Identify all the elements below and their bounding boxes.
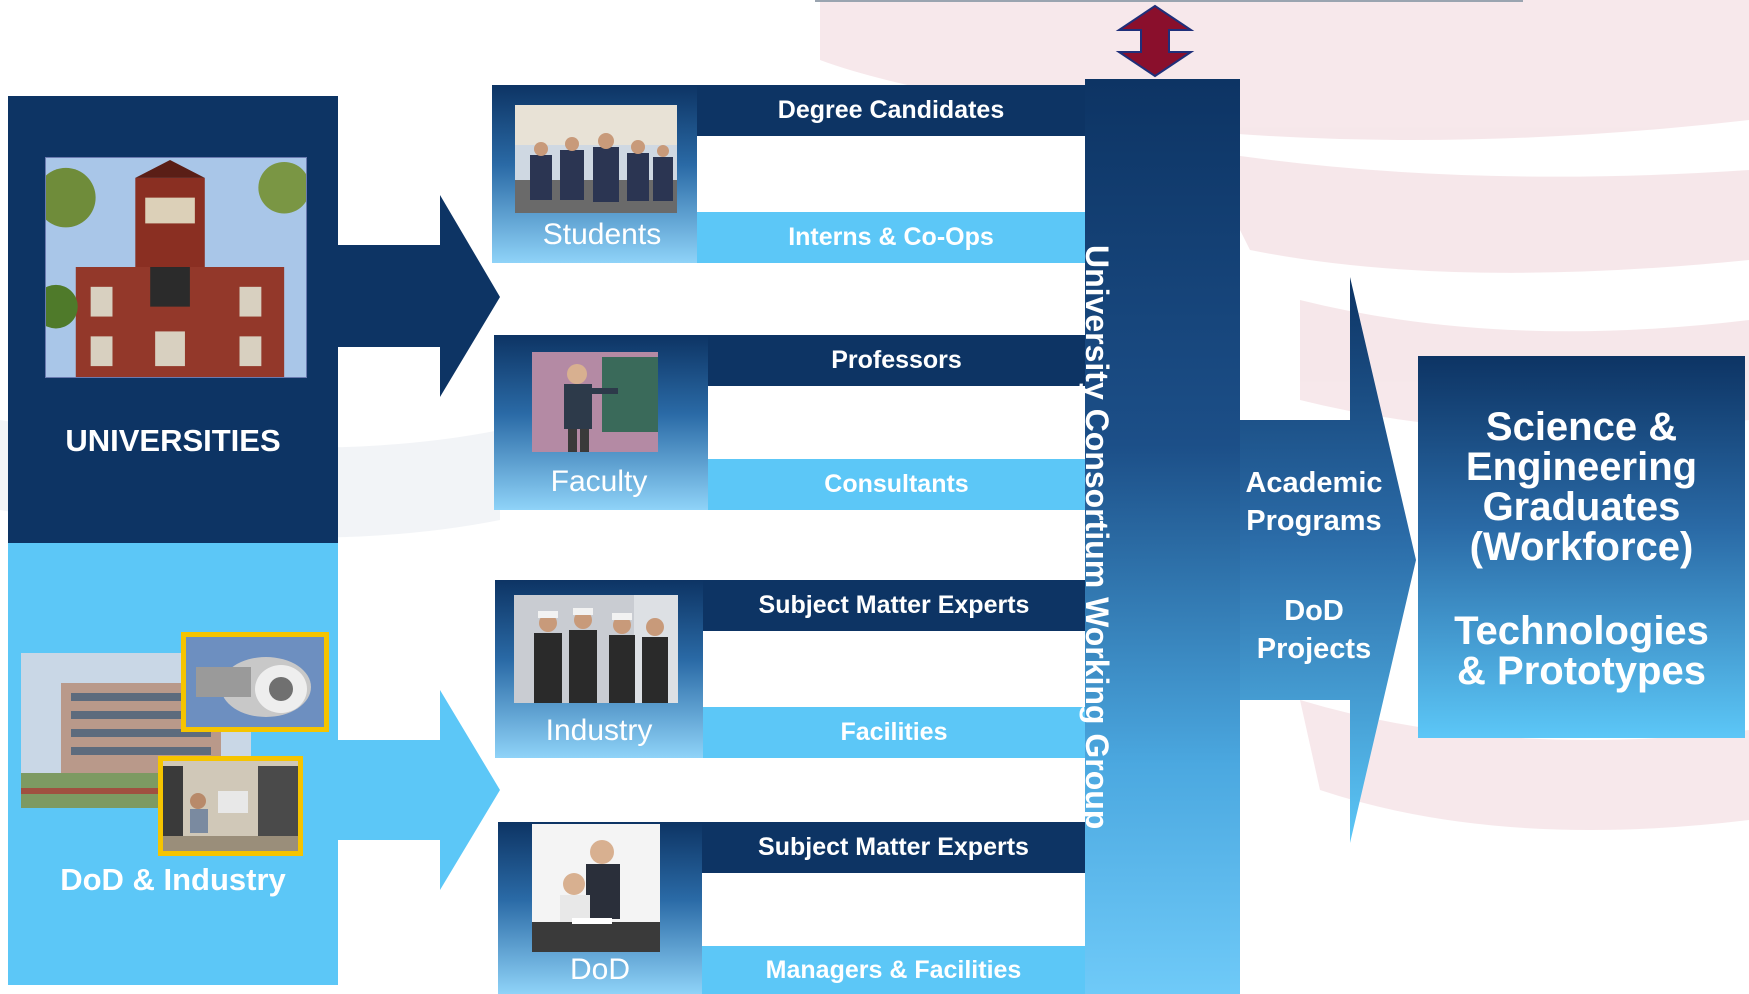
dod-top-bar: Subject Matter Experts <box>702 822 1085 873</box>
technologies-text: Technologies & Prototypes <box>1418 608 1745 694</box>
students-bottom-bar: Interns & Co-Ops <box>697 212 1085 263</box>
students-top-bar: Degree Candidates <box>697 85 1085 136</box>
double-arrow-icon <box>1115 4 1195 78</box>
consortium-column <box>1085 79 1240 994</box>
dod-top-bar-label: Subject Matter Experts <box>758 833 1029 861</box>
computer-lab-photo <box>158 756 303 856</box>
industry-label: Industry <box>545 714 653 747</box>
universities-label: UNIVERSITIES <box>65 423 281 458</box>
programs-label: Programs <box>1246 505 1382 537</box>
dod-bottom-bar-label: Managers & Facilities <box>765 955 1022 984</box>
programs-arrow <box>1240 277 1416 843</box>
faculty-top-bar-label: Professors <box>831 346 962 374</box>
academic-label: Academic <box>1245 467 1383 499</box>
outcome-line2: Engineering <box>1465 445 1698 489</box>
dod-projects-text: DoD Projects <box>1234 590 1394 670</box>
consortium-label: University Consortium Working Group <box>1079 245 1115 830</box>
workforce-text: Science & Engineering Graduates (Workfor… <box>1418 402 1745 572</box>
faculty-top-bar: Professors <box>708 335 1085 386</box>
faculty-photo <box>532 352 658 452</box>
dod-projects-line1: DoD <box>1284 595 1344 627</box>
students-bottom-bar-label: Interns & Co-Ops <box>788 223 994 251</box>
outcome-box <box>1418 356 1745 738</box>
dod-projects-line2: Projects <box>1256 633 1372 665</box>
outcome-line1: Science & <box>1485 405 1678 449</box>
faculty-bottom-bar-label: Consultants <box>824 470 969 498</box>
top-divider-line <box>815 0 1523 2</box>
industry-bottom-bar: Facilities <box>703 707 1085 758</box>
industry-top-bar: Subject Matter Experts <box>703 580 1085 631</box>
university-building-photo <box>45 157 307 378</box>
students-label: Students <box>542 218 662 251</box>
industry-photo <box>514 595 678 703</box>
students-photo <box>515 105 677 213</box>
academic-programs-text: Academic Programs <box>1234 462 1394 542</box>
dod-photo <box>532 824 660 952</box>
outcome-line3: Graduates <box>1482 485 1681 529</box>
outcome-line6: & Prototypes <box>1457 649 1706 693</box>
industry-bottom-bar-label: Facilities <box>840 718 948 746</box>
dod-industry-arrow <box>338 690 500 890</box>
dod-bottom-bar: Managers & Facilities <box>702 946 1085 994</box>
students-top-bar-label: Degree Candidates <box>777 96 1005 124</box>
dod-label: DoD <box>569 953 630 986</box>
universities-arrow <box>338 195 500 397</box>
faculty-bottom-bar: Consultants <box>708 459 1085 510</box>
outcome-line5: Technologies <box>1454 609 1709 653</box>
outcome-line4: (Workforce) <box>1469 525 1694 569</box>
industry-top-bar-label: Subject Matter Experts <box>758 591 1030 619</box>
dod-industry-label: DoD & Industry <box>60 862 286 897</box>
jet-engine-photo <box>181 632 329 732</box>
faculty-label: Faculty <box>550 465 648 498</box>
